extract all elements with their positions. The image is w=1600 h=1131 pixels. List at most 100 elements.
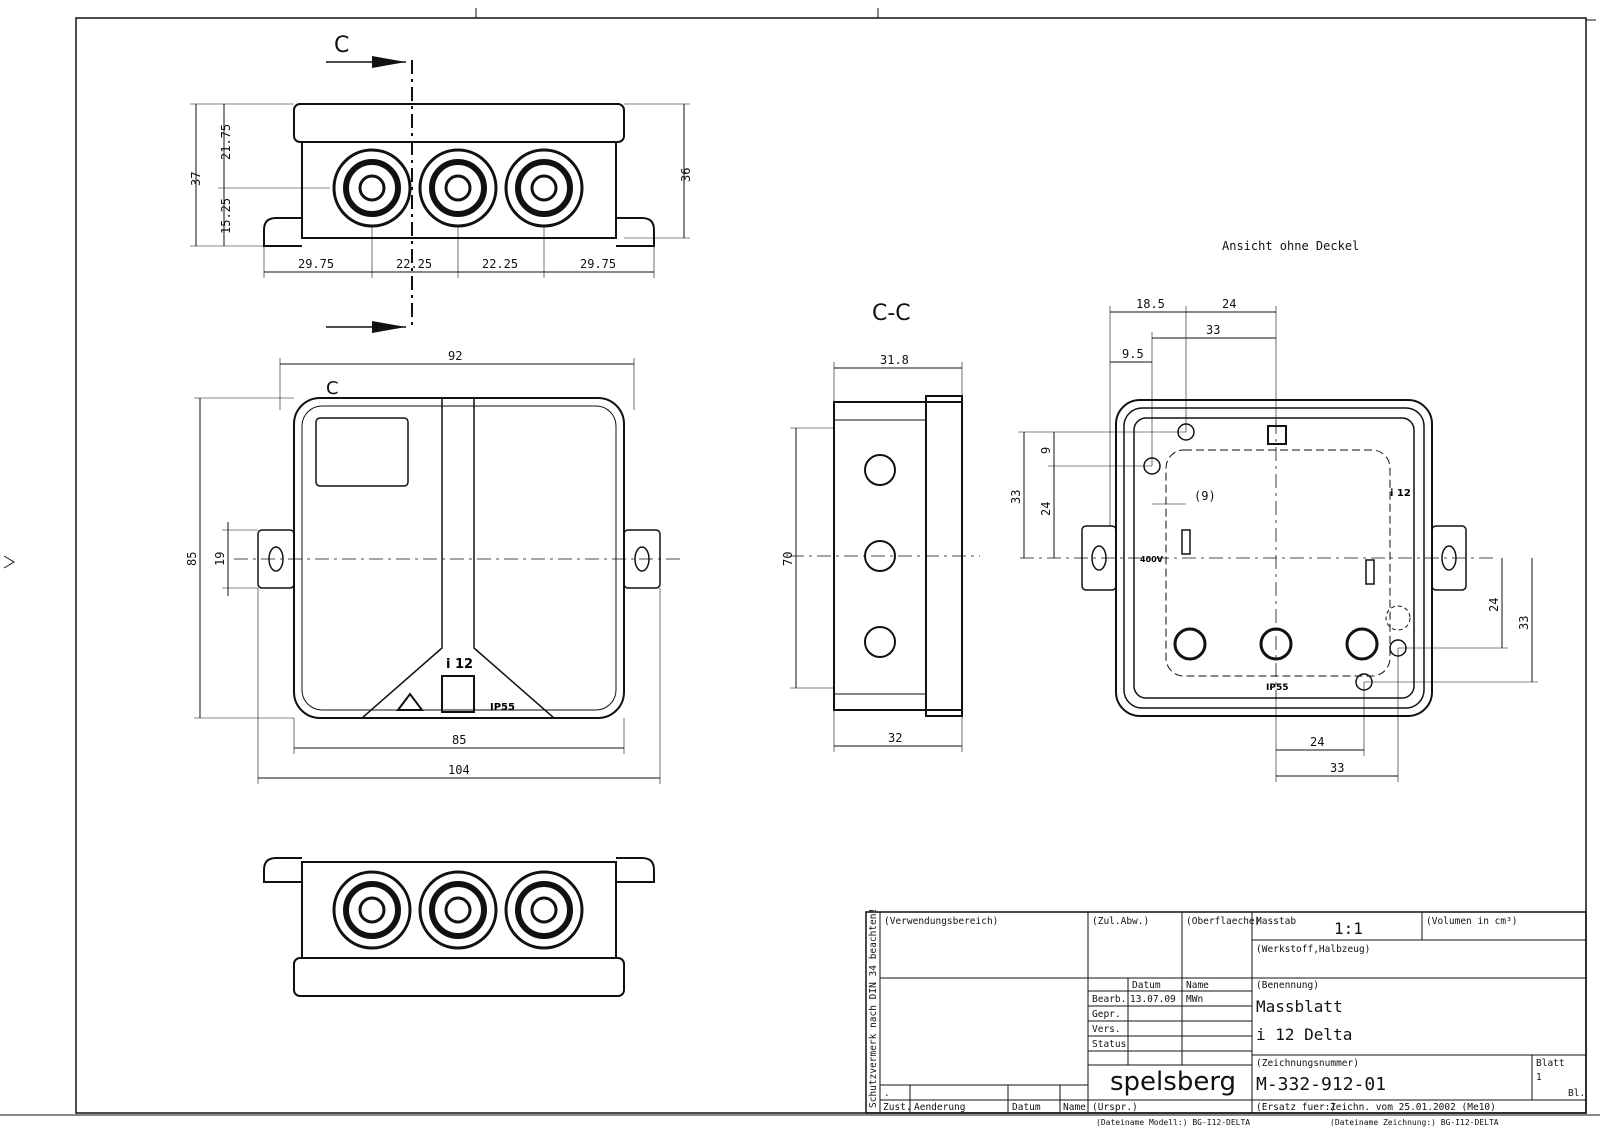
lid-inner xyxy=(301,405,617,711)
section-title: C-C xyxy=(872,301,911,326)
cable-gland-3 xyxy=(504,870,584,950)
cable-gland-1 xyxy=(332,870,412,950)
volume: (Volumen in cm³) xyxy=(1426,916,1518,927)
aenderung-label: Aenderung xyxy=(914,1102,965,1113)
replaces-label: (Ersatz fuer:) xyxy=(1256,1102,1336,1113)
dim-24-left: 24 xyxy=(1039,502,1053,516)
cable-gland-1 xyxy=(332,148,412,228)
cable-gland-3 xyxy=(504,148,584,228)
triangle-mark xyxy=(396,692,424,711)
title-block-frame xyxy=(865,911,1587,1114)
fold-mark xyxy=(3,555,15,569)
cable-gland-2 xyxy=(418,870,498,950)
designation-label: (Benennung) xyxy=(1256,980,1319,991)
label-window xyxy=(315,417,409,487)
datum-label: Datum xyxy=(1012,1102,1041,1113)
dim-15-25: 15.25 xyxy=(219,198,233,234)
dim-85-width: 85 xyxy=(452,733,466,747)
material: (Werkstoff,Halbzeug) xyxy=(1256,944,1370,955)
surface: (Oberflaeche) xyxy=(1186,916,1260,927)
lid-rib xyxy=(360,398,556,719)
voltage-mark: 400V xyxy=(1140,555,1164,564)
title-line-1: Massblatt xyxy=(1256,997,1343,1016)
top-view: C 21.75 37 15.25 36 29.75 22.25 22.25 29… xyxy=(189,33,693,333)
cable-gland-2 xyxy=(418,148,498,228)
drawing-number: M-332-912-01 xyxy=(1256,1074,1386,1095)
ip-rating-inner: IP55 xyxy=(1266,683,1288,693)
dim-29-75-right: 29.75 xyxy=(580,257,616,271)
name-label: Name xyxy=(1063,1102,1086,1113)
dim-9: 9 xyxy=(1039,447,1053,454)
sheet-label: Blatt xyxy=(1536,1058,1565,1069)
front-view: i 12 IP55 C 92 85 19 85 104 xyxy=(185,349,680,784)
approval-box xyxy=(441,675,475,713)
dim-21-75: 21.75 xyxy=(219,124,233,160)
gland-hole-1 xyxy=(864,454,896,486)
gland-hole-1 xyxy=(1173,627,1207,661)
lid-outline xyxy=(293,103,625,143)
model-file: (Dateiname Modell:) BG-I12-DELTA xyxy=(1096,1118,1250,1127)
arrow-head xyxy=(372,56,406,68)
name-header: Name xyxy=(1186,980,1209,991)
mounting-tab-left xyxy=(263,217,302,247)
dim-19: 19 xyxy=(213,552,227,566)
bearb-date: 13.07.09 xyxy=(1130,994,1176,1005)
view-caption: Ansicht ohne Deckel xyxy=(1222,239,1359,253)
dim-9-5: 9.5 xyxy=(1122,347,1144,361)
dim-33-top: 33 xyxy=(1206,323,1220,337)
slot xyxy=(1365,559,1375,585)
drawn-date: Zeichn. vom 25.01.2002 (Me10) xyxy=(1330,1102,1496,1113)
dim-33-bottom: 33 xyxy=(1330,761,1344,775)
title-block: Schutzvermerk nach DIN 34 beachten! (Ver… xyxy=(865,908,1587,1127)
dim-33-left: 33 xyxy=(1009,490,1023,504)
sheet-suffix: Bl. xyxy=(1568,1088,1585,1099)
bearb-name: MWn xyxy=(1186,994,1203,1005)
side-label: i 12 xyxy=(1390,488,1411,499)
ip-rating: IP55 xyxy=(490,702,515,713)
dim-24-right: 24 xyxy=(1487,598,1501,612)
dim-24-bottom: 24 xyxy=(1310,735,1324,749)
knockout-outline xyxy=(1385,605,1411,631)
dim-85-height: 85 xyxy=(185,552,199,566)
lid-outline xyxy=(293,957,625,997)
mounting-tab-right xyxy=(616,857,655,883)
drawing-file: (Dateiname Zeichnung:) BG-I12-DELTA xyxy=(1330,1118,1499,1127)
dim-33-right: 33 xyxy=(1517,616,1531,630)
dim-70: 70 xyxy=(781,552,795,566)
sheet-border xyxy=(75,17,1587,1114)
mounting-tab-left xyxy=(263,857,302,883)
box-rim xyxy=(1123,407,1425,709)
dim-9-ref: (9) xyxy=(1194,489,1216,503)
protection-note: Schutzvermerk nach DIN 34 beachten! xyxy=(868,908,879,1108)
body-outline xyxy=(301,141,617,239)
section-view: C-C 31.8 70 32 xyxy=(781,301,980,752)
mounting-area xyxy=(1165,449,1391,677)
bottom-view xyxy=(263,857,655,997)
dim-29-75-left: 29.75 xyxy=(298,257,334,271)
arrow-head xyxy=(372,321,406,333)
dim-18-5: 18.5 xyxy=(1136,297,1165,311)
section-marker: C xyxy=(334,33,349,58)
urspr-label: (Urspr.) xyxy=(1092,1102,1138,1113)
status-label: Status xyxy=(1092,1039,1126,1050)
tolerance: (Zul.Abw.) xyxy=(1092,916,1149,927)
date-header: Datum xyxy=(1132,980,1161,991)
dim-22-25-left: 22.25 xyxy=(396,257,432,271)
vers-label: Vers. xyxy=(1092,1024,1121,1035)
drawing-number-label: (Zeichnungsnummer) xyxy=(1256,1058,1359,1069)
knockout-top xyxy=(1267,425,1287,445)
slot xyxy=(1181,529,1191,555)
bearb-label: Bearb. xyxy=(1092,994,1126,1005)
dim-32: 32 xyxy=(888,731,902,745)
dim-24-top: 24 xyxy=(1222,297,1236,311)
use-area: (Verwendungsbereich) xyxy=(884,916,998,927)
sheet-value: 1 xyxy=(1536,1072,1542,1083)
scale-label: Masstab xyxy=(1256,916,1296,927)
dim-36: 36 xyxy=(679,168,693,182)
gland-hole-3 xyxy=(864,626,896,658)
gland-hole-3 xyxy=(1345,627,1379,661)
dim-104: 104 xyxy=(448,763,470,777)
product-mark: i 12 xyxy=(446,657,473,672)
brand-logo: spelsberg xyxy=(1110,1067,1236,1097)
